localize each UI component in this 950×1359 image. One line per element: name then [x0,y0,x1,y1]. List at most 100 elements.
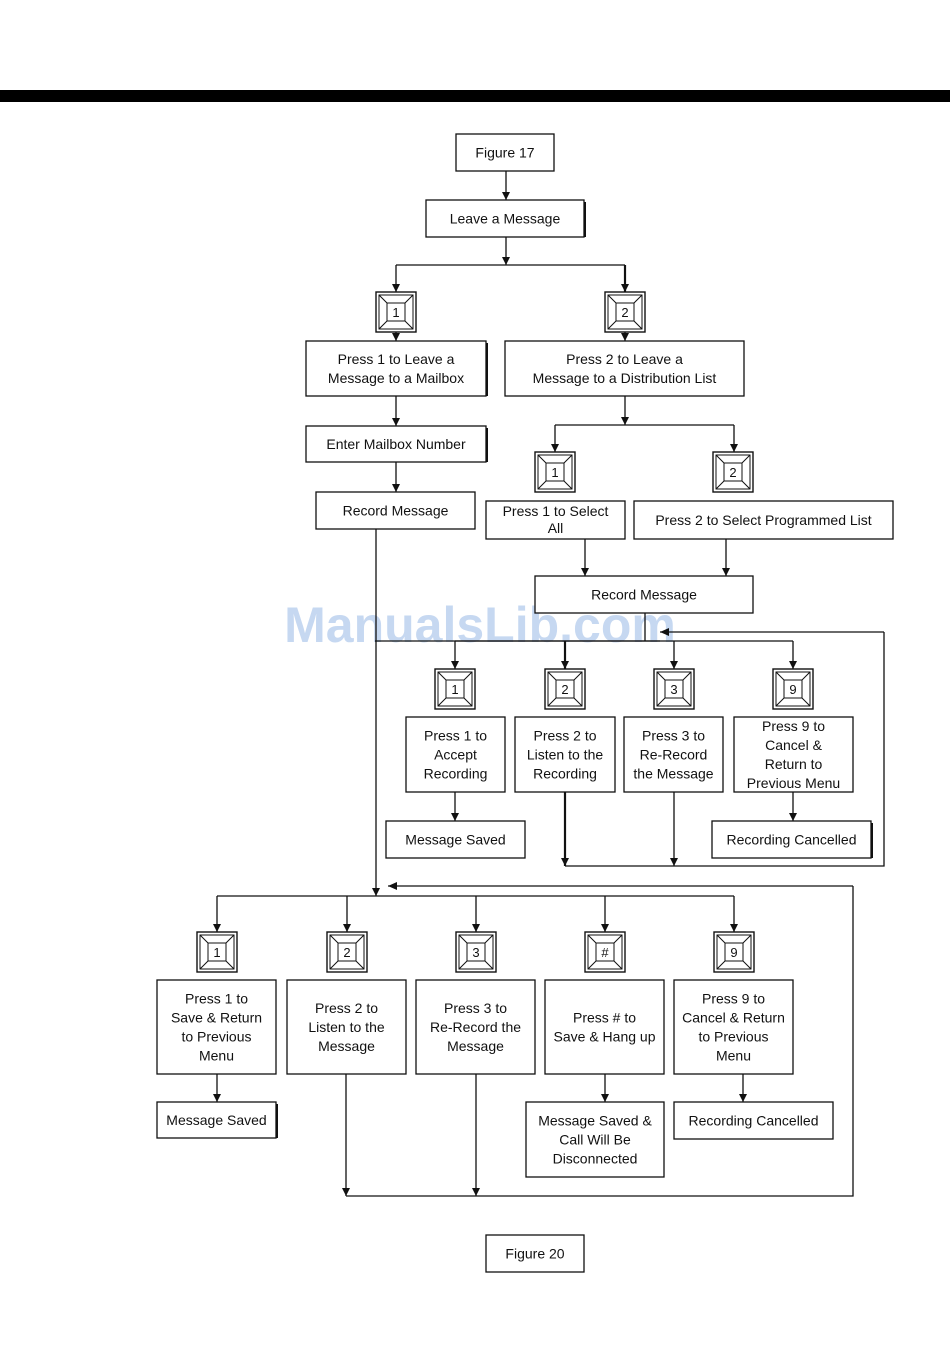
recording-cancelled-right-box: Recording Cancelled [711,820,873,859]
arrowhead-7 [392,418,400,426]
arrowhead-28 [601,924,609,932]
arrowhead-6 [621,333,629,341]
rerecord-message-box-text: Message [447,1038,504,1054]
key-hash-hangup-label: # [601,945,609,960]
rerecord-box-text: Re-Record [640,746,708,762]
key-3-rerecord-message-label: 3 [472,945,479,960]
key-2-listen: 2 [544,668,586,710]
message-saved-right-box: Message Saved [385,820,526,859]
header-bar [0,90,950,102]
save-return-box-text: Save & Return [171,1009,262,1025]
listen-recording-box-text: Press 2 to [533,727,596,743]
record-message-right-box-text: Record Message [591,586,697,602]
cancel-return-box-text: Previous Menu [747,775,840,791]
arrowhead-12 [581,568,589,576]
arrowhead-8 [621,417,629,425]
arrowhead-10 [730,444,738,452]
arrowhead-13 [722,568,730,576]
key-3-rerecord-label: 3 [670,682,677,697]
rerecord-box-text: the Message [633,765,713,781]
listen-message-box-text: Message [318,1038,375,1054]
arrowhead-23 [372,888,380,896]
rerecord-message-box-text: Press 3 to [444,1000,507,1016]
select-all-box-text: All [548,520,564,536]
arrowhead-34 [472,1188,480,1196]
arrowhead-20 [660,628,669,636]
press1-mailbox-box-text: Press 1 to Leave a [338,351,455,367]
cancel-previous-box-text: Cancel & Return [682,1009,785,1025]
listen-recording-box-text: Recording [533,765,597,781]
arrowhead-5 [392,333,400,341]
key-2-listen-message-label: 2 [343,945,350,960]
figure-20-label-text: Figure 20 [505,1245,564,1261]
arrowhead-16 [670,661,678,669]
cancel-previous-box-text: to Previous [698,1028,768,1044]
leave-message-box: Leave a Message [425,199,586,238]
listen-message-box-text: Press 2 to [315,1000,378,1016]
connector-lines [213,171,885,1197]
key-3-rerecord-message: 3 [455,931,497,973]
save-return-box-text: to Previous [181,1028,251,1044]
arrowhead-14 [451,661,459,669]
figure-17-label: Figure 17 [455,133,555,172]
figure-17-label-text: Figure 17 [475,144,534,160]
listen-recording-box-text: Listen to the [527,746,603,762]
select-programmed-box-text: Press 2 to Select Programmed List [655,512,871,528]
arrowhead-2 [502,257,510,265]
listen-message-box-text: Listen to the [308,1019,384,1035]
arrowhead-21 [561,858,569,866]
cancel-return-box-text: Cancel & [765,737,822,753]
press1-mailbox-box: Press 1 to Leave a Message to a Mailbox [305,340,488,397]
key-1-mailbox-label: 1 [392,305,399,320]
cancel-previous-box-text: Press 9 to [702,990,765,1006]
key-1-select-all: 1 [534,451,576,493]
key-2-list-label: 2 [621,305,628,320]
key-9-cancel-return: 9 [713,931,755,973]
select-programmed-box: Press 2 to Select Programmed List [633,500,894,540]
arrowhead-15 [561,661,569,669]
arrowhead-11 [392,484,400,492]
key-1-save-return: 1 [196,931,238,973]
press1-mailbox-box-text: Message to a Mailbox [328,370,464,386]
key-1-accept-label: 1 [451,682,458,697]
message-saved-bottom-box-text: Message Saved [166,1112,266,1128]
connector-line-25 [565,632,885,867]
arrowhead-1 [502,192,510,200]
recording-cancelled-bottom-box-text: Recording Cancelled [689,1112,819,1128]
recording-cancelled-bottom-box: Recording Cancelled [673,1101,834,1140]
arrowhead-29 [730,924,738,932]
recording-cancelled-right-box-text: Recording Cancelled [727,831,857,847]
arrowhead-32 [739,1094,747,1102]
arrowhead-17 [789,661,797,669]
record-message-left-box: Record Message [315,491,476,530]
connector-line-31 [346,886,854,1197]
arrowhead-30 [213,1094,221,1102]
key-2-list: 2 [604,291,646,333]
saved-disconnect-box-text: Disconnected [553,1150,638,1166]
arrowhead-31 [601,1094,609,1102]
arrowhead-18 [451,813,459,821]
cancel-previous-box-text: Menu [716,1047,751,1063]
arrowhead-22 [670,858,678,866]
record-message-left-box-text: Record Message [343,502,449,518]
cancel-return-box-text: Return to [765,756,823,772]
accept-recording-box-text: Recording [424,765,488,781]
leave-message-box-text: Leave a Message [450,210,561,226]
saved-disconnect-box-text: Message Saved & [538,1112,652,1128]
press2-list-box-text: Press 2 to Leave a [566,351,683,367]
key-2-listen-message: 2 [326,931,368,973]
enter-mailbox-box-text: Enter Mailbox Number [326,436,466,452]
arrowhead-33 [342,1188,350,1196]
arrowhead-4 [621,284,629,292]
key-1-select-all-label: 1 [551,465,558,480]
arrowhead-9 [551,444,559,452]
